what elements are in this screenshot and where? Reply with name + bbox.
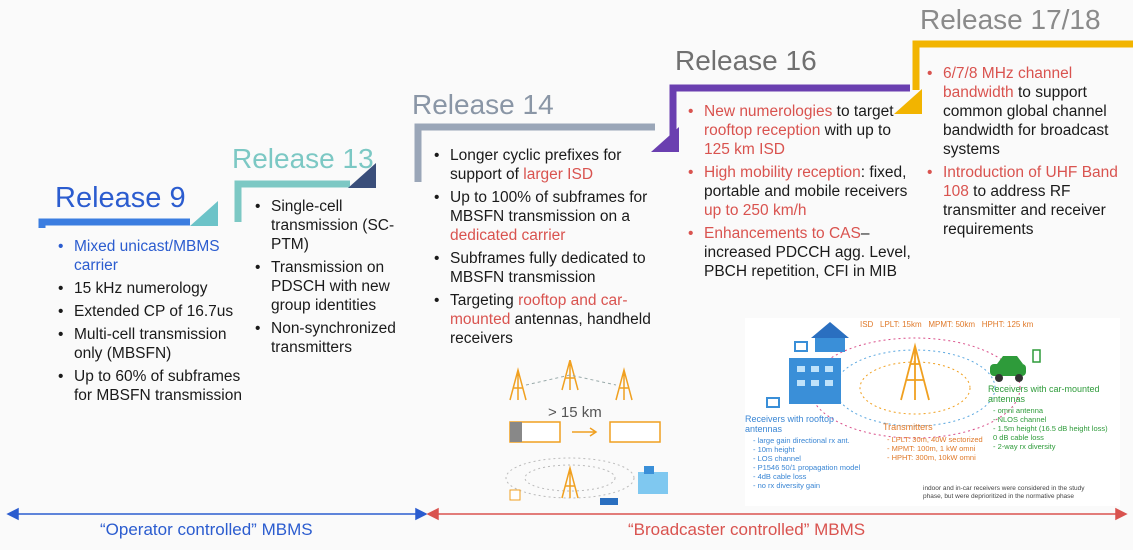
release-9-features: Mixed unicast/MBMS carrier 15 kHz numerol… (56, 237, 256, 409)
release-13-features: Single-cell transmission (SC-PTM)Transmi… (253, 197, 423, 361)
release-16-features: New numerologies to target rooftop recep… (686, 102, 911, 285)
feature-bullet: Up to 60% of subframes for MBSFN transmi… (56, 367, 256, 405)
tower-icon (615, 367, 633, 401)
operator-controlled-arrow (6, 507, 428, 521)
broadcaster-controlled-arrow (426, 507, 1128, 521)
car-receivers-list: - omni antenna - NLOS channel - 1.5m hei… (993, 406, 1108, 451)
release-14-title: Release 14 (412, 89, 554, 120)
feature-bullet: Subframes fully dedicated to MBSFN trans… (432, 249, 657, 287)
release-14-step (414, 123, 655, 182)
feature-bullet: Multi-cell transmission only (MBSFN) (56, 325, 256, 363)
release-9-arrow-tip (190, 201, 218, 226)
scenario-note: indoor and in-car receivers were conside… (923, 485, 1085, 500)
feature-bullet: Introduction of UHF Band 108 to address … (925, 163, 1125, 239)
car-icon (990, 349, 1041, 382)
release-16-step (669, 84, 910, 148)
release-17-18-title: Release 17/18 (920, 4, 1101, 35)
release-14-illustration (505, 360, 668, 505)
release-17-step (912, 40, 1133, 90)
feature-bullet: Targeting rooftop and car-mounted antenn… (432, 291, 657, 348)
release-13-arrow-tip (348, 163, 376, 188)
broadcaster-controlled-label: “Broadcaster controlled” MBMS (628, 520, 866, 539)
feature-bullet: Extended CP of 16.7us (56, 302, 256, 321)
house-icon (794, 322, 849, 352)
subframe-icon (509, 421, 661, 443)
isd-label: ISD LPLT: 15km MPMT: 50km HPHT: 125 km (860, 320, 1034, 329)
distance-label: > 15 km (548, 404, 602, 421)
release-17-18-features: 6/7/8 MHz channel bandwidth to support c… (925, 64, 1125, 243)
feature-bullet: Non-synchronized transmitters (253, 319, 423, 357)
release-13-step (234, 180, 350, 222)
feature-bullet: Mixed unicast/MBMS carrier (56, 237, 256, 275)
deployment-scenario-figure: ISD LPLT: 15km MPMT: 50km HPHT: 125 km R… (745, 318, 1120, 506)
release-14-features: Longer cyclic prefixes for support of la… (432, 146, 657, 352)
feature-bullet: Single-cell transmission (SC-PTM) (253, 197, 423, 254)
tower-icon (561, 360, 579, 391)
feature-bullet: Transmission on PDSCH with new group ide… (253, 258, 423, 315)
operator-controlled-label: “Operator controlled” MBMS (100, 520, 313, 539)
feature-bullet: New numerologies to target rooftop recep… (686, 102, 911, 159)
release-16-title: Release 16 (675, 45, 817, 76)
transmitters-title: Transmitters (883, 422, 933, 432)
transmitter-tower-icon (900, 342, 930, 401)
apartment-building-icon (766, 358, 841, 408)
feature-bullet: High mobility reception: fixed, portable… (686, 163, 911, 220)
feature-bullet: Longer cyclic prefixes for support of la… (432, 146, 657, 184)
tower-icon (509, 367, 527, 401)
feature-bullet: 15 kHz numerology (56, 279, 256, 298)
feature-bullet: Up to 100% of subframes for MBSFN transm… (432, 188, 657, 245)
broadcast-coverage-icon (505, 457, 668, 505)
transmitters-list: - LPLT: 30m, 40W sectorized - MPMT: 100m… (887, 435, 983, 462)
release-13-title: Release 13 (232, 143, 374, 174)
release-9-title: Release 9 (55, 182, 186, 214)
rooftop-receivers-list: - large gain directional rx ant. - 10m h… (753, 436, 861, 490)
feature-bullet: 6/7/8 MHz channel bandwidth to support c… (925, 64, 1125, 159)
release-9-step (38, 218, 190, 228)
feature-bullet: Enhancements to CAS– increased PDCCH agg… (686, 224, 911, 281)
